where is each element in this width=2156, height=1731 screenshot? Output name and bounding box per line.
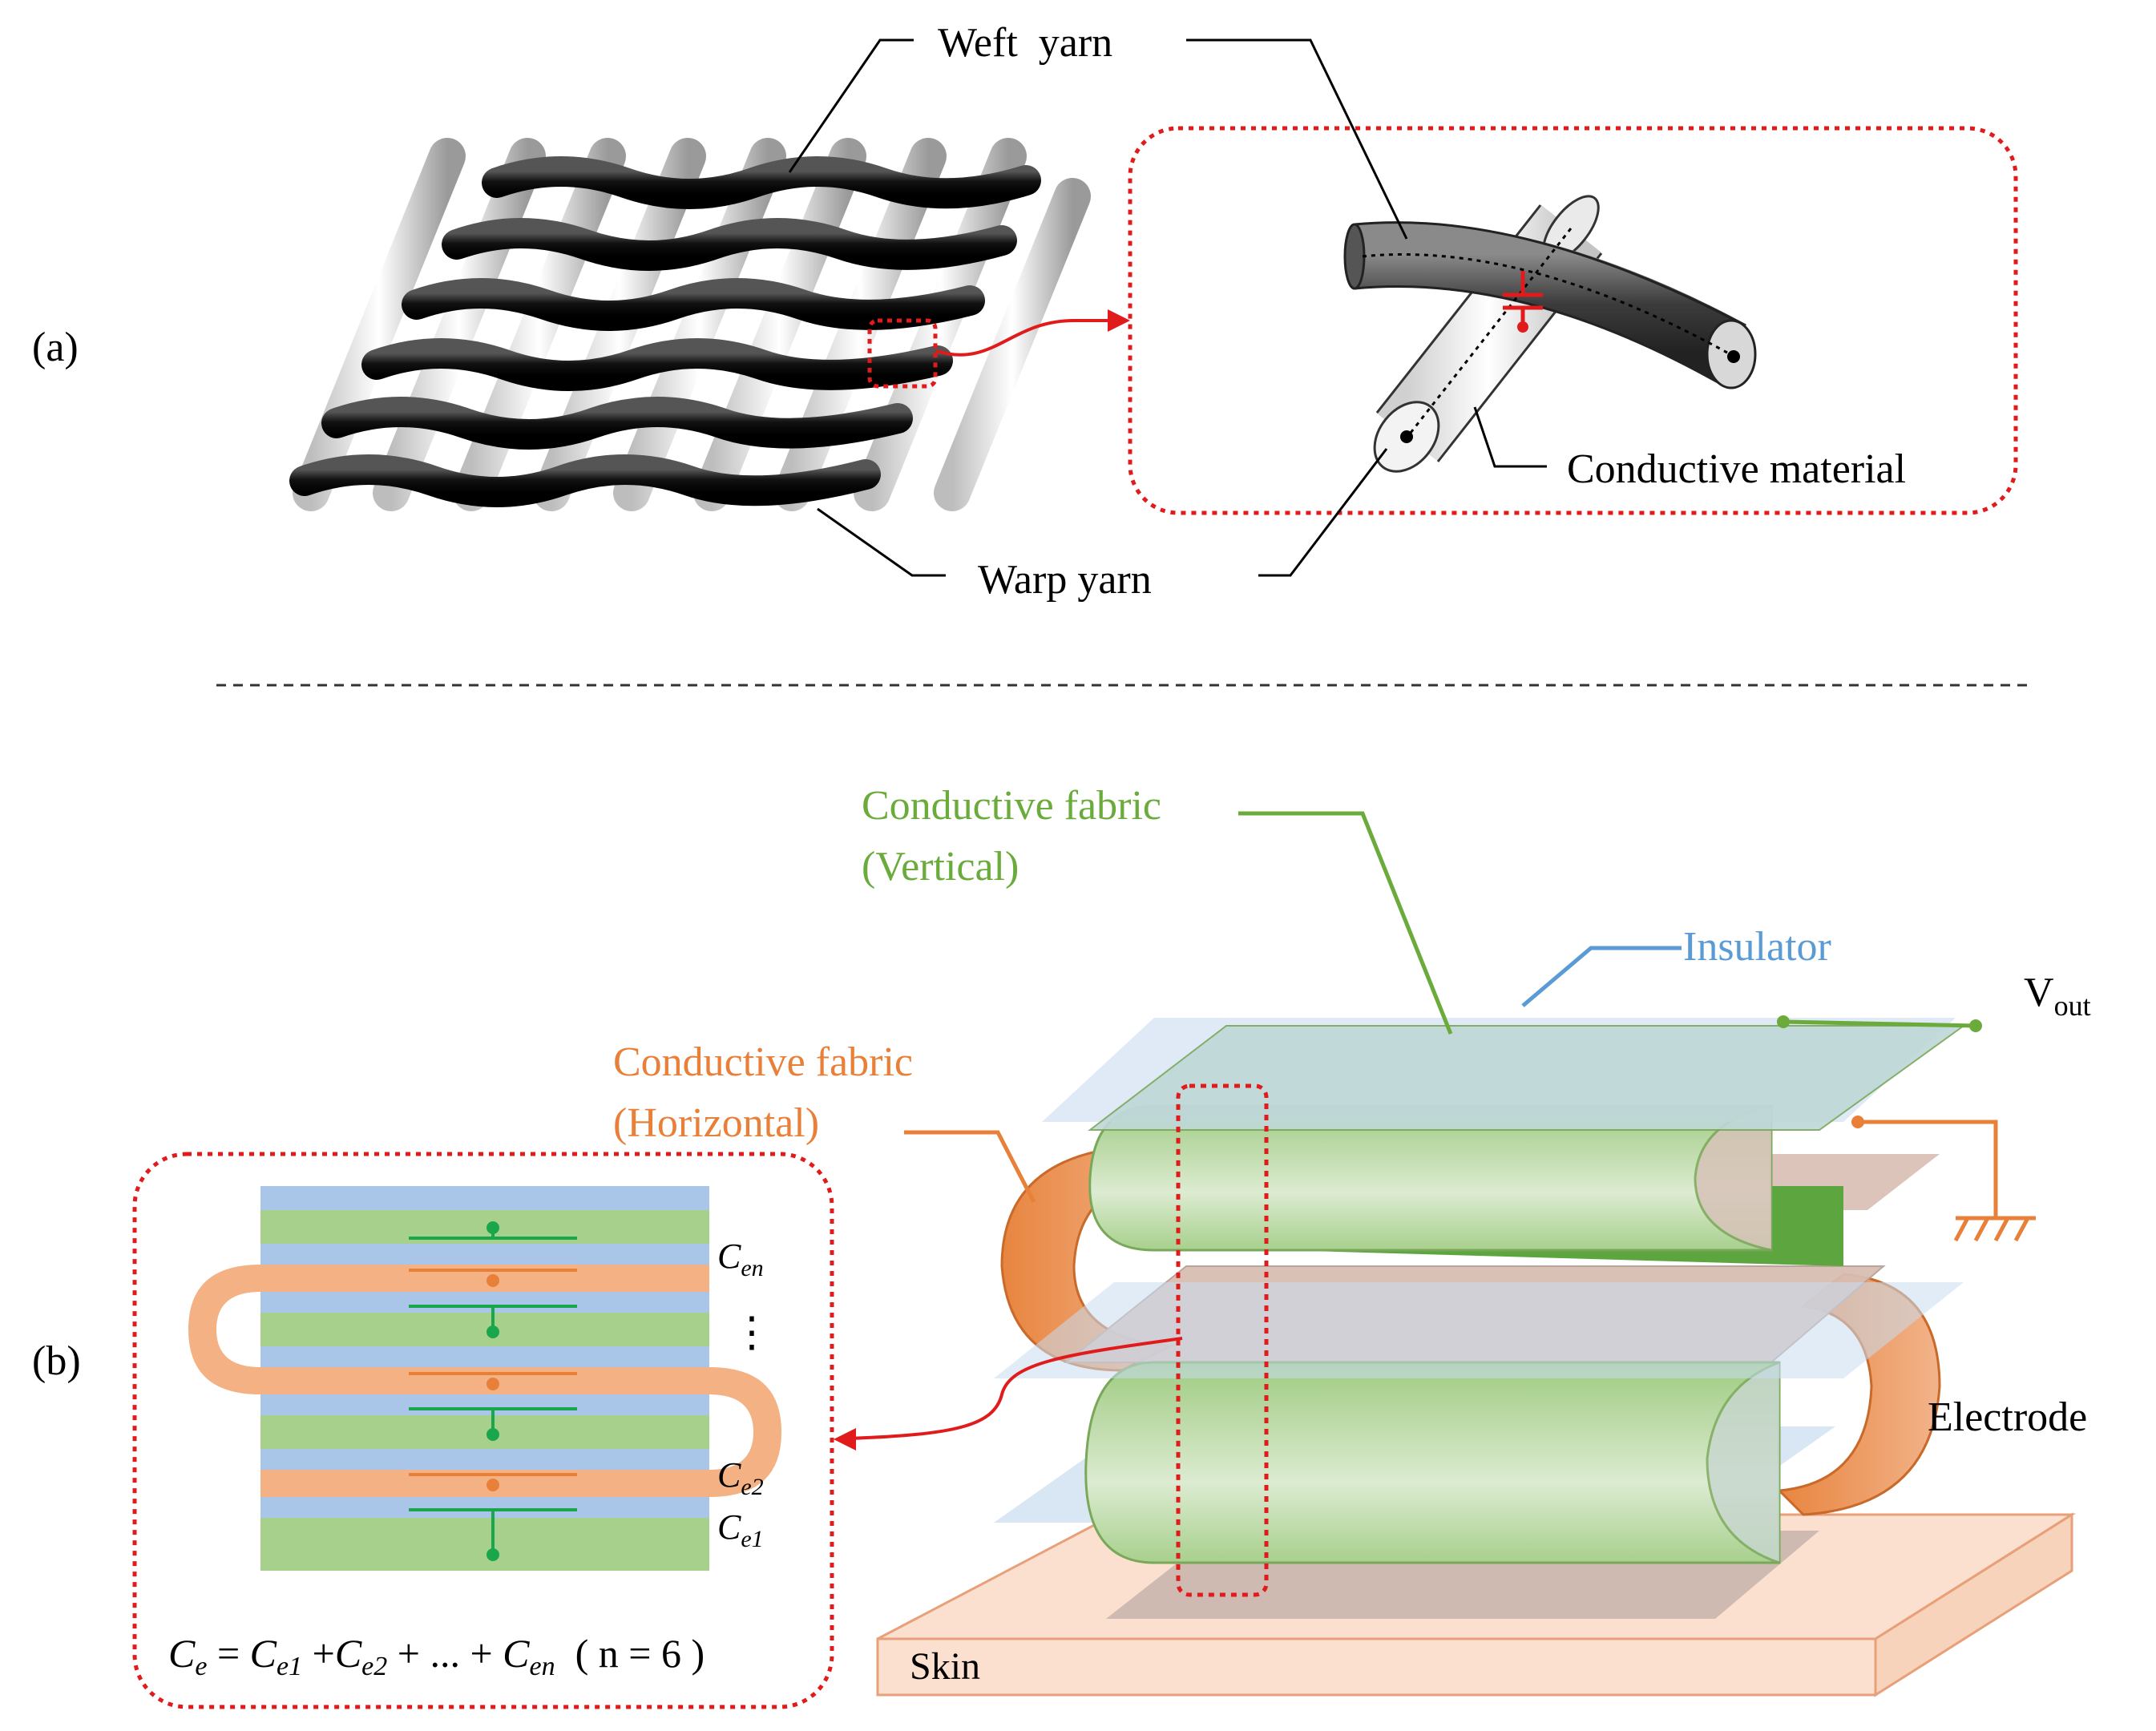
weft-yarns	[289, 156, 1041, 507]
conductive-material-label: Conductive material	[1567, 446, 1906, 492]
orange-loop-left	[188, 1265, 260, 1394]
conductive-leader	[1473, 406, 1547, 468]
weft-tube-outline-bottom	[1354, 284, 1720, 385]
leader-lines-b	[904, 811, 1682, 1204]
weft-tube	[1351, 222, 1746, 381]
vout-node-end	[1969, 1019, 1982, 1032]
cap-e1-label: Ce1	[717, 1507, 764, 1552]
weft-yarn	[361, 338, 953, 391]
orange-loop-right	[709, 1367, 781, 1497]
panel-a-label: (a)	[32, 325, 79, 370]
layer-blue	[260, 1292, 709, 1313]
ground-icon	[1953, 1216, 2036, 1242]
capacitance-formula: Ce = Ce1 +Ce2 + ... + Cen ( n = 6 )	[168, 1631, 705, 1681]
layer-green	[260, 1313, 709, 1346]
weft-yarn	[289, 454, 881, 507]
weft-leader-right	[1186, 38, 1408, 240]
layer-blue	[260, 1497, 709, 1518]
weft-yarn-label: Weft yarn	[938, 20, 1112, 66]
ground-wire	[1858, 1120, 1998, 1218]
cap-en-label: Cen	[717, 1237, 764, 1281]
woven-fabric-illustration	[289, 138, 1091, 511]
warp-yarn	[613, 138, 786, 511]
green-top-sheet	[1088, 1025, 1967, 1131]
ground-node	[1851, 1116, 1864, 1128]
layer-blue	[260, 1186, 709, 1210]
arrowhead	[1108, 309, 1130, 332]
panel-b-label: (b)	[32, 1338, 81, 1384]
layer-blue	[260, 1449, 709, 1470]
ellipsis-vertical: ⋮	[731, 1310, 773, 1356]
capacitor-node	[1517, 321, 1528, 333]
cap-e2-label: Ce2	[717, 1455, 764, 1500]
vout-node-start	[1777, 1015, 1790, 1028]
zoom-arrow-b	[849, 1337, 1183, 1440]
skin-side-face	[1874, 1512, 2073, 1697]
vertical-fabric-upper	[1042, 1018, 1967, 1266]
vout-wire	[1783, 1019, 1976, 1028]
layer-blue	[260, 1244, 709, 1265]
layer-blue	[260, 1394, 709, 1415]
vertical-fabric-label-line2: (Vertical)	[862, 844, 1019, 890]
weft-yarn	[482, 156, 1041, 209]
layer-green	[260, 1518, 709, 1571]
capacitor-symbol	[1503, 271, 1543, 333]
weft-leader-left	[788, 38, 914, 173]
skin-label: Skin	[910, 1645, 980, 1688]
warp-leader-right	[1258, 448, 1388, 577]
layer-blue	[260, 1346, 709, 1367]
weft-yarn	[321, 397, 913, 450]
horizontal-fabric-label-line2: (Horizontal)	[613, 1100, 819, 1146]
zoom-arrow-a	[935, 319, 1116, 357]
vertical-fabric-label-line1: Conductive fabric	[862, 783, 1161, 829]
insulator-label: Insulator	[1683, 924, 1831, 970]
capacitor-ladder	[409, 1221, 577, 1561]
vertical-fabric-lower	[994, 1282, 1964, 1564]
horizontal-fabric-leader	[904, 1130, 1036, 1204]
weft-yarn	[402, 278, 985, 331]
insulator-leader	[1521, 946, 1682, 1007]
leader-lines-a	[788, 38, 1547, 577]
warp-leader-left	[817, 507, 946, 577]
weft-yarn	[442, 218, 1017, 271]
green-tube-lower-inner	[1706, 1361, 1780, 1564]
weft-tube-outline-top	[1354, 221, 1744, 326]
warp-yarn-label: Warp yarn	[978, 557, 1152, 603]
warp-yarn	[934, 178, 1091, 511]
zoom-selection-box-a	[867, 318, 938, 389]
vout-label: Vout	[2024, 970, 2091, 1022]
warp-yarn	[373, 138, 546, 511]
electrode-label: Electrode	[1928, 1394, 2087, 1440]
zoom-box-b	[132, 1152, 834, 1709]
horizontal-fabric-label-line1: Conductive fabric	[613, 1039, 913, 1085]
warp-yarn	[854, 138, 1027, 511]
weft-core-dot	[1727, 350, 1740, 363]
arrowhead	[834, 1428, 856, 1451]
vertical-fabric-leader	[1238, 811, 1453, 1035]
circuit-wiring	[1777, 1015, 2036, 1242]
warp-core-dot	[1400, 430, 1413, 443]
layer-orange	[260, 1367, 709, 1394]
green-tube-lower	[1084, 1361, 1781, 1564]
weft-tube-start	[1343, 223, 1366, 290]
skin-front-face	[876, 1637, 1877, 1697]
layer-stack	[188, 1186, 781, 1571]
layer-green	[260, 1415, 709, 1449]
blue-insulator-sheet	[994, 1282, 1964, 1378]
yarn-crossing-detail	[1343, 195, 1757, 473]
weft-core-dotted	[1362, 253, 1728, 354]
